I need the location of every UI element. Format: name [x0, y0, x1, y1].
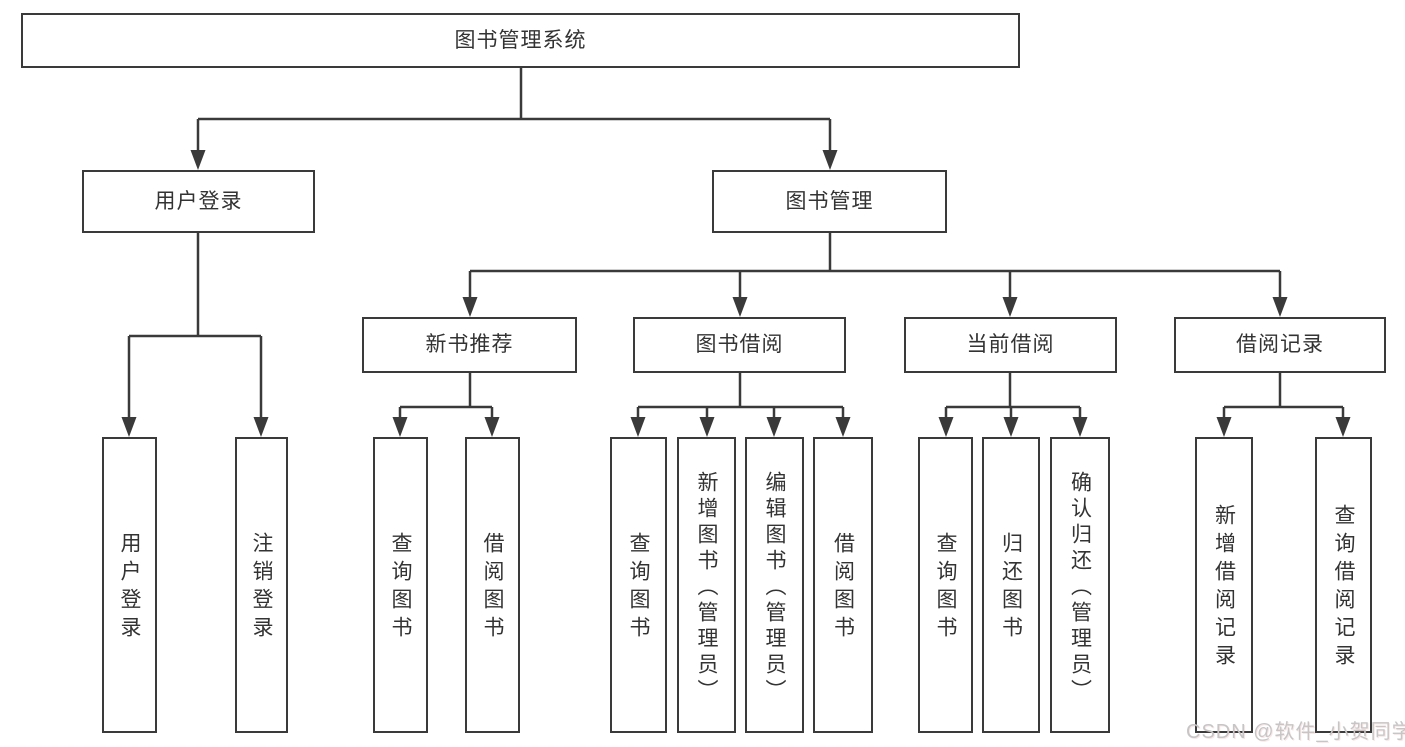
- node-new-book-recommend: 新书推荐: [362, 317, 577, 373]
- leaf-add-borrow-record: 新增借阅记录: [1195, 437, 1253, 733]
- leaf-logout: 注销登录: [235, 437, 288, 733]
- leaf-query-book-borrowing: 查询图书: [610, 437, 667, 733]
- watermark: CSDN @软件_小贺同学: [1186, 721, 1405, 743]
- node-book-management: 图书管理: [712, 170, 947, 233]
- leaf-user-login: 用户登录: [102, 437, 157, 733]
- leaf-query-borrow-record: 查询借阅记录: [1315, 437, 1372, 733]
- node-user-login: 用户登录: [82, 170, 315, 233]
- node-root-system: 图书管理系统: [21, 13, 1020, 68]
- node-book-borrowing: 图书借阅: [633, 317, 846, 373]
- leaf-confirm-return-admin: 确认归还（管理员）: [1050, 437, 1110, 733]
- node-borrowing-records: 借阅记录: [1174, 317, 1386, 373]
- arrowheads: [121, 150, 1351, 437]
- leaf-borrow-book: 借阅图书: [813, 437, 873, 733]
- leaf-borrow-book-recommend: 借阅图书: [465, 437, 520, 733]
- leaf-add-book-admin: 新增图书（管理员）: [677, 437, 736, 733]
- leaf-edit-book-admin: 编辑图书（管理员）: [745, 437, 804, 733]
- leaf-return-book: 归还图书: [982, 437, 1040, 733]
- leaf-query-book-current: 查询图书: [918, 437, 973, 733]
- leaf-query-book-recommend: 查询图书: [373, 437, 428, 733]
- node-current-borrowing: 当前借阅: [904, 317, 1117, 373]
